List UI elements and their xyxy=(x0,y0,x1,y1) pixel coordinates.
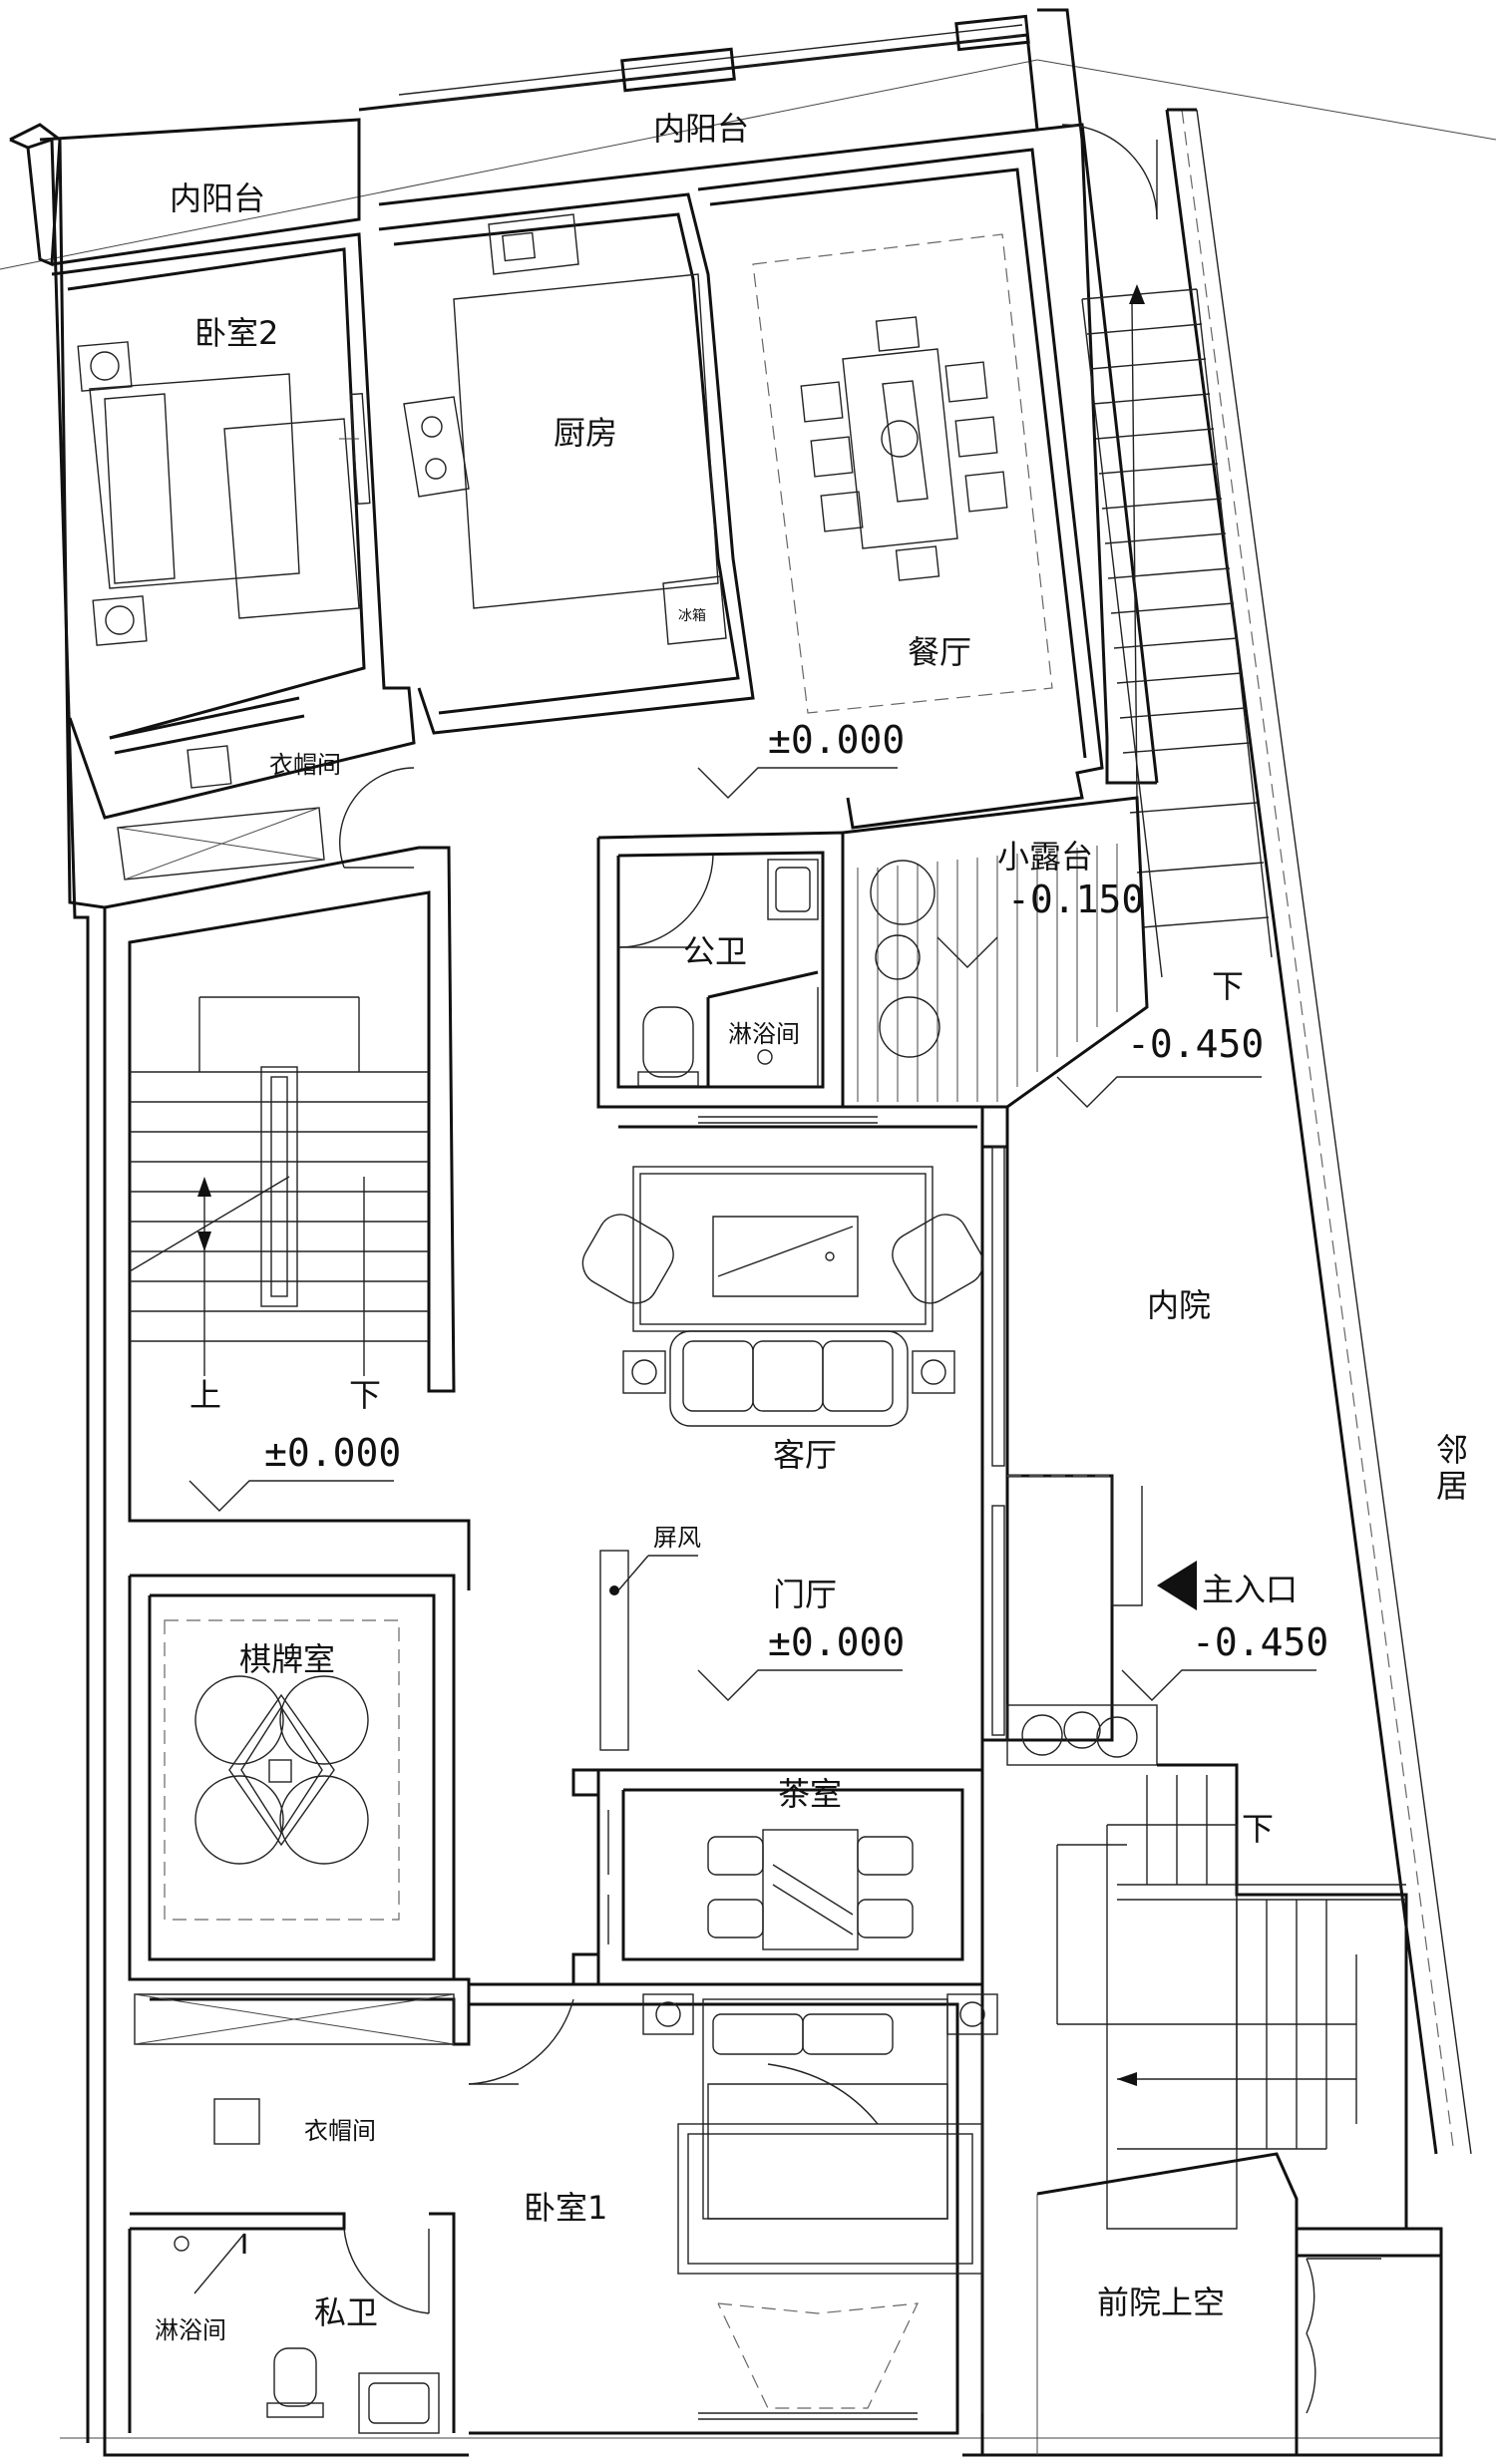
stair-down-right-label: 下 xyxy=(1212,967,1244,1005)
level-labels: ±0.000 -0.150 -0.450 ±0.000 ±0.000 -0.45… xyxy=(264,718,1328,1664)
dining-table xyxy=(800,316,1008,581)
room-labels: 内阳台 内阳台 卧室2 厨房 冰箱 餐厅 衣帽间 公卫 淋浴间 小露台 客厅 内… xyxy=(155,110,1468,2344)
level-stair-down: -0.450 xyxy=(1127,1022,1264,1066)
level-entrance: -0.450 xyxy=(1192,1620,1328,1664)
label-foyer: 门厅 xyxy=(773,1576,837,1613)
label-dining: 餐厅 xyxy=(908,633,971,671)
chess-room xyxy=(128,1574,456,1981)
kitchen-walls xyxy=(378,192,755,735)
level-stair-hall: ±0.000 xyxy=(264,1431,401,1475)
label-shower-top: 淋浴间 xyxy=(728,1020,800,1048)
level-foyer: ±0.000 xyxy=(768,1620,905,1664)
label-inner-balcony-top: 内阳台 xyxy=(653,110,749,148)
stair-down-entrance-label: 下 xyxy=(1242,1810,1274,1848)
level-markers xyxy=(188,767,1316,1701)
label-inner-courtyard: 内院 xyxy=(1147,1286,1211,1324)
small-terrace xyxy=(842,796,1149,1109)
front-void xyxy=(1036,2152,1443,2455)
label-closet-bottom: 衣帽间 xyxy=(304,2117,376,2145)
inner-courtyard xyxy=(1005,1107,1197,1766)
living-furniture xyxy=(581,1166,984,1427)
foyer xyxy=(599,1550,698,1751)
dining-walls xyxy=(697,148,1104,830)
label-bedroom2: 卧室2 xyxy=(194,314,278,352)
label-fridge: 冰箱 xyxy=(678,608,706,624)
label-private-bath: 私卫 xyxy=(314,2293,378,2331)
label-bedroom1: 卧室1 xyxy=(524,2189,607,2227)
label-front-void: 前院上空 xyxy=(1097,2284,1225,2321)
private-bath xyxy=(128,2212,456,2434)
balcony-walls xyxy=(39,14,1039,266)
label-inner-balcony-left: 内阳台 xyxy=(170,179,265,217)
stair-top xyxy=(1036,123,1273,978)
stair-up-label: 上 xyxy=(189,1376,221,1414)
stair-labels: 上 下 下 下 xyxy=(189,967,1274,1848)
bed-bedroom2 xyxy=(77,341,371,646)
label-closet-top: 衣帽间 xyxy=(269,751,341,779)
outer-walls xyxy=(9,8,1443,2457)
label-chess-room: 棋牌室 xyxy=(239,1640,335,1678)
closet-bottom xyxy=(130,1977,471,2231)
label-public-bath: 公卫 xyxy=(683,932,747,970)
label-main-entrance: 主入口 xyxy=(1202,1571,1298,1608)
label-screen: 屏风 xyxy=(653,1524,701,1552)
level-terrace: -0.150 xyxy=(1007,878,1144,921)
bed-bedroom1 xyxy=(642,1993,998,2420)
closet-top-furniture xyxy=(117,745,415,880)
label-living: 客厅 xyxy=(773,1436,837,1474)
label-shower-bottom: 淋浴间 xyxy=(155,2316,226,2344)
site-boundary xyxy=(0,59,1496,2439)
stair-hall xyxy=(104,846,471,1590)
label-small-terrace: 小露台 xyxy=(997,838,1093,876)
label-tea-room: 茶室 xyxy=(778,1775,842,1813)
label-neighbor: 邻居 xyxy=(1436,1431,1468,1505)
label-kitchen: 厨房 xyxy=(554,414,617,452)
level-dining: ±0.000 xyxy=(768,718,905,762)
neighbor-wall xyxy=(1165,108,1472,2155)
stair-down-label: 下 xyxy=(349,1376,381,1414)
stair-entrance xyxy=(1056,1763,1408,2230)
